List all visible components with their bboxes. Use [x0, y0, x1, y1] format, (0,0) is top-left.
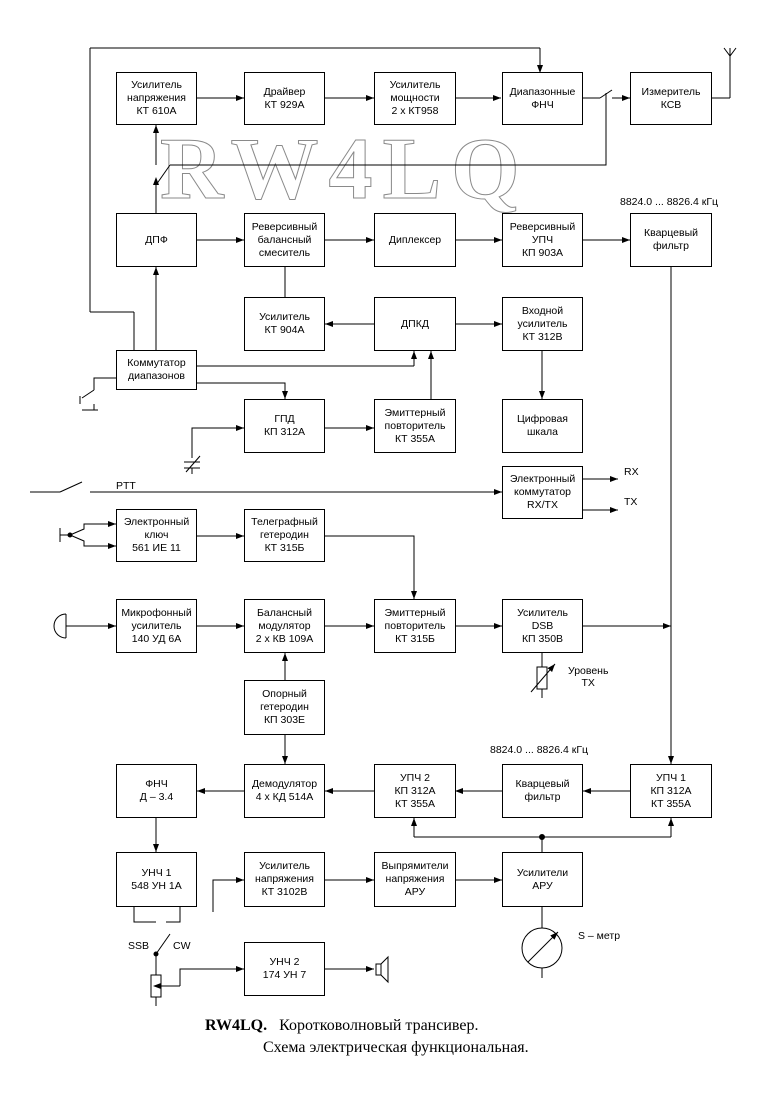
block-if-amp-1: УПЧ 1 КП 312А КТ 355А	[630, 764, 712, 818]
volume-pot	[150, 974, 162, 998]
wire-vcap-to-gpd	[191, 425, 244, 458]
block-emitter-follower-315: Эмиттерный повторитель КТ 315Б	[374, 599, 456, 653]
wire-pot-to-unch2	[179, 966, 244, 986]
block-driver: Драйвер КТ 929А	[244, 72, 325, 125]
wire-unch1-cw	[166, 907, 181, 923]
label-ssb: SSB	[128, 940, 150, 952]
label-s-meter: S – метр	[578, 930, 621, 942]
block-dsb-amp: Усилитель DSB КП 350В	[502, 599, 583, 653]
wire-unch1-to-3102	[212, 877, 244, 912]
block-dpf: ДПФ	[116, 213, 197, 267]
block-af-lpf: ФНЧ Д – 3.4	[116, 764, 197, 818]
speaker-icon	[375, 963, 382, 976]
watermark-callsign: RW4LQ	[160, 121, 530, 218]
block-input-amp: Входной усилитель КТ 312В	[502, 297, 583, 351]
block-demodulator: Демодулятор 4 x КД 514А	[244, 764, 325, 818]
block-crystal-filter-2: Кварцевый фильтр	[502, 764, 583, 818]
block-reversible-if-amp: Реверсивный УПЧ КП 903А	[502, 213, 583, 267]
block-band-lpf: Диапазонные ФНЧ	[502, 72, 583, 125]
key-symbol	[59, 528, 68, 542]
wire-telegr-to-emit	[325, 535, 417, 599]
block-emitter-follower-355: Эмиттерный повторитель КТ 355А	[374, 399, 456, 453]
wire-unch1-ssb	[133, 907, 156, 923]
block-reference-oscillator: Опорный гетеродин КП 303Е	[244, 680, 325, 735]
label-freq-top: 8824.0 ... 8826.4 кГц	[620, 196, 719, 208]
label-cw: CW	[173, 940, 191, 952]
block-crystal-filter-1: Кварцевый фильтр	[630, 213, 712, 267]
block-electronic-key: Электронный ключ 561 ИЕ 11	[116, 509, 197, 562]
block-balanced-modulator: Балансный модулятор 2 x КВ 109А	[244, 599, 325, 653]
tx-level-pot	[536, 666, 548, 690]
block-af-amp-1: УНЧ 1 548 УН 1А	[116, 852, 197, 907]
label-freq-bottom: 8824.0 ... 8826.4 кГц	[490, 744, 589, 756]
block-mic-amp: Микрофонный усилитель 140 УД 6А	[116, 599, 197, 653]
block-voltage-amp-kt610: Усилитель напряжения КТ 610А	[116, 72, 197, 125]
block-voltage-amp-kt3102: Усилитель напряжения КТ 3102В	[244, 852, 325, 907]
block-diplexer: Диплексер	[374, 213, 456, 267]
label-ptt: PTT	[116, 480, 136, 492]
caption-line2: Схема электрическая функциональная.	[263, 1039, 529, 1056]
diagram-caption: RW4LQ. Коротковолновый трансивер. Схема …	[205, 1015, 529, 1059]
block-digital-scale: Цифровая шкала	[502, 399, 583, 453]
block-swr-meter: Измеритель КСВ	[630, 72, 712, 125]
block-power-amp: Усилитель мощности 2 x КТ958	[374, 72, 456, 125]
label-tx-level: Уровень TX	[568, 665, 609, 689]
caption-line1: Коротковолновый трансивер.	[279, 1017, 479, 1034]
label-rx: RX	[624, 466, 639, 478]
wire-komm-to-gpd	[197, 382, 288, 399]
block-dpkd: ДПКД	[374, 297, 456, 351]
ptt-switch	[59, 481, 83, 493]
caption-title: RW4LQ.	[205, 1017, 268, 1034]
block-af-amp-2: УНЧ 2 174 УН 7	[244, 942, 325, 996]
block-reversible-mixer: Реверсивный балансный смеситель	[244, 213, 325, 267]
block-telegraph-oscillator: Телеграфный гетеродин КТ 315Б	[244, 509, 325, 562]
switch-dpf	[155, 164, 171, 186]
wire-ksv-rx	[170, 93, 607, 166]
wire-komm-band-switch	[93, 377, 116, 390]
block-agc-amp: Усилители АРУ	[502, 852, 583, 907]
microphone-symbol	[53, 613, 67, 639]
ssb-cw-switch	[155, 933, 171, 955]
block-amp-kt904: Усилитель КТ 904А	[244, 297, 325, 351]
block-vfo: ГПД КП 312А	[244, 399, 325, 453]
block-band-switch: Коммутатор диапазонов	[116, 350, 197, 390]
label-tx: TX	[624, 496, 638, 508]
block-rx-tx-commutator: Электронный коммутатор RX/TX	[502, 466, 583, 519]
block-agc-rectifier: Выпрямители напряжения АРУ	[374, 852, 456, 907]
block-if-amp-2: УПЧ 2 КП 312А КТ 355А	[374, 764, 456, 818]
